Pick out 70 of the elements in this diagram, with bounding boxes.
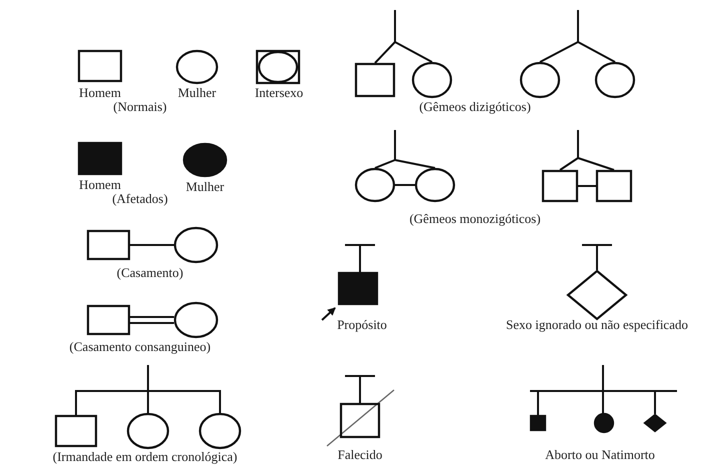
group-caption: (Casamento) [116, 266, 184, 280]
pedigree-line [130, 322, 174, 324]
proband-arrow [321, 307, 336, 321]
symbol-caption: Mulher [186, 180, 224, 194]
group-caption: (Gêmeos monozigóticos) [409, 212, 541, 226]
miscarriage-female-symbol [594, 413, 614, 433]
affected-male-symbol [78, 142, 122, 175]
pedigree-line [374, 159, 396, 169]
deceased-symbol [340, 403, 380, 438]
pedigree-line [394, 159, 436, 169]
symbol-caption: Intersexo [254, 86, 304, 100]
pedigree-line [130, 316, 174, 318]
pedigree-line [602, 390, 678, 415]
affected-female-symbol [183, 143, 227, 177]
group-caption: (Casamento consanguineo) [69, 340, 211, 354]
pedigree-line [394, 41, 432, 63]
group-caption: (Afetados) [112, 192, 168, 206]
miscarriage-male-symbol [530, 415, 546, 431]
female-symbol [415, 168, 455, 202]
symbol-caption: Homem [79, 178, 121, 192]
male-symbol [596, 170, 632, 202]
group-caption: (Irmandade em ordem cronológica) [52, 450, 238, 464]
unknown-sex-diamond [567, 270, 627, 320]
pedigree-line [578, 41, 616, 63]
pedigree-line [130, 244, 174, 246]
female-symbol [174, 302, 218, 338]
pedigree-line [578, 185, 596, 187]
male-symbol [87, 230, 130, 260]
miscarriage-diamond [644, 414, 666, 432]
male-symbol [87, 305, 130, 335]
symbol-caption: Falecido [338, 448, 382, 462]
female-symbol [174, 227, 218, 263]
pedigree-line [394, 10, 396, 42]
pedigree-line [577, 130, 579, 158]
female-symbol [355, 168, 395, 202]
pedigree-line [148, 390, 221, 413]
pedigree-line [344, 375, 376, 404]
female-symbol [127, 413, 169, 449]
pedigree-line [577, 10, 579, 42]
pedigree-line [75, 390, 148, 415]
female-symbol [199, 413, 241, 449]
pedigree-line [374, 41, 396, 64]
symbol-caption: Sexo ignorado ou não especificado [506, 318, 688, 332]
male-symbol [542, 170, 578, 202]
pedigree-line [529, 390, 604, 416]
male-symbol [55, 415, 97, 447]
symbol-caption: Mulher [178, 86, 216, 100]
proband-symbol [338, 272, 378, 305]
male-symbol [78, 50, 122, 82]
symbol-caption: Homem [79, 86, 121, 100]
symbol-caption: Propósito [337, 318, 387, 332]
pedigree-line [147, 391, 149, 413]
pedigree-line [578, 157, 614, 171]
pedigree-line [602, 365, 604, 391]
female-symbol [595, 62, 635, 98]
pedigree-line [147, 365, 149, 391]
pedigree-line [344, 244, 376, 273]
pedigree-line [602, 391, 604, 413]
pedigree-line [540, 41, 578, 63]
female-symbol [176, 50, 218, 84]
pedigree-line [559, 157, 579, 171]
pedigree-line [395, 184, 415, 186]
male-symbol [355, 63, 395, 97]
pedigree-line [394, 130, 396, 160]
group-caption: (Normais) [113, 100, 167, 114]
female-symbol [412, 62, 452, 98]
pedigree-line [581, 244, 613, 271]
group-caption: Aborto ou Natimorto [545, 448, 655, 462]
group-caption: (Gêmeos dizigóticos) [419, 100, 531, 114]
female-symbol [520, 62, 560, 98]
